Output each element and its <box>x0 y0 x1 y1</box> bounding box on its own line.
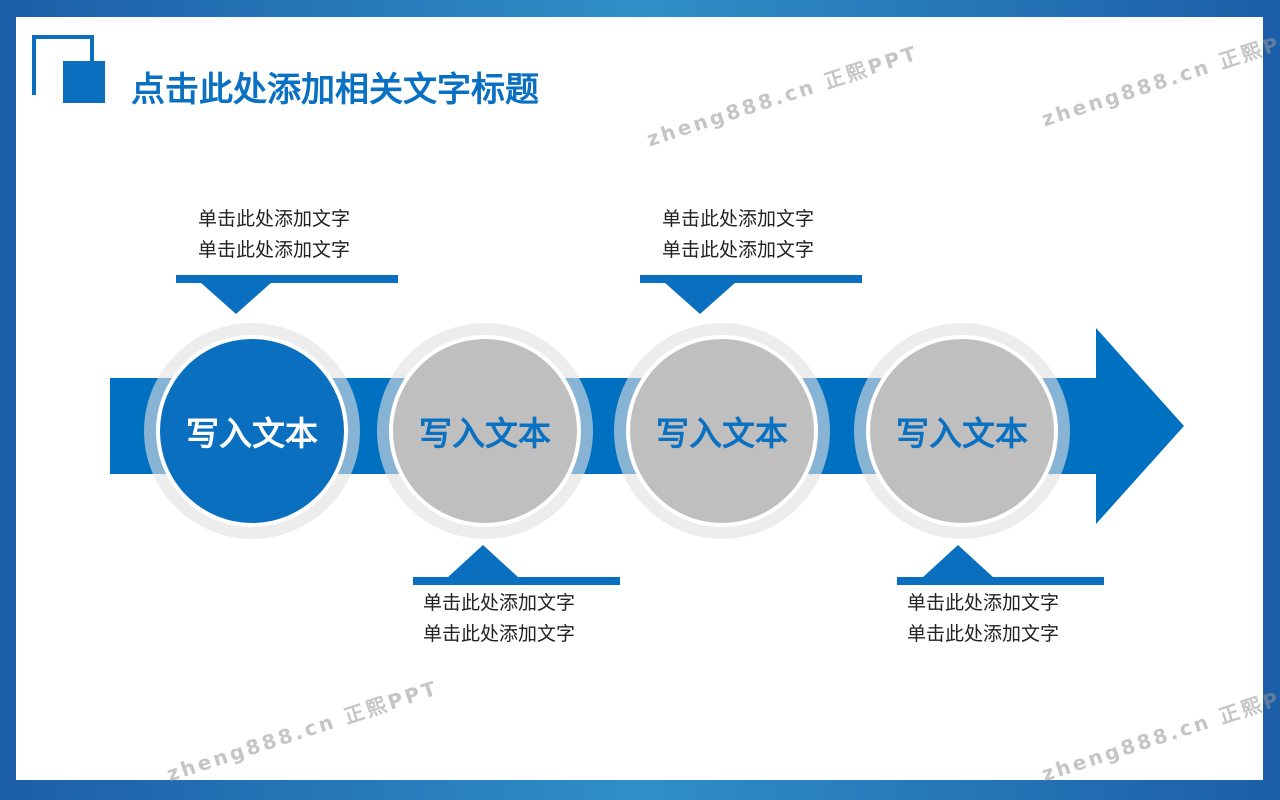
step-2-label: 写入文本 <box>393 339 577 523</box>
callout-line <box>897 577 1104 585</box>
callout-line <box>640 275 862 283</box>
step-1-circle[interactable]: 写入文本 <box>144 323 360 539</box>
step-4-label: 写入文本 <box>870 339 1054 523</box>
step-3-text-line: 单击此处添加文字 <box>662 208 815 230</box>
step-1-label: 写入文本 <box>160 339 344 523</box>
step-2-text-line: 单击此处添加文字 <box>423 623 576 645</box>
callout-pointer-up-icon <box>447 545 519 578</box>
step-3-label: 写入文本 <box>630 339 814 523</box>
step-4-text-line: 单击此处添加文字 <box>907 592 1060 614</box>
step-3-text[interactable]: 单击此处添加文字单击此处添加文字 <box>662 204 814 266</box>
title-decoration-icon <box>32 35 105 103</box>
step-4-text-line: 单击此处添加文字 <box>907 623 1060 645</box>
page-title[interactable]: 点击此处添加相关文字标题 <box>131 70 539 110</box>
callout-pointer-down-icon <box>200 282 272 314</box>
step-1-text[interactable]: 单击此处添加文字单击此处添加文字 <box>198 204 350 266</box>
callout-line <box>413 577 620 585</box>
step-1-text-line: 单击此处添加文字 <box>198 239 351 261</box>
callout-pointer-down-icon <box>664 282 736 314</box>
step-4-circle[interactable]: 写入文本 <box>854 323 1070 539</box>
callout-pointer-up-icon <box>922 545 994 578</box>
step-3-circle[interactable]: 写入文本 <box>614 323 830 539</box>
arrow-head-icon <box>1096 328 1184 524</box>
step-2-text-line: 单击此处添加文字 <box>423 592 576 614</box>
step-2-circle[interactable]: 写入文本 <box>377 323 593 539</box>
step-2-text[interactable]: 单击此处添加文字单击此处添加文字 <box>423 588 575 650</box>
step-1-text-line: 单击此处添加文字 <box>198 208 351 230</box>
callout-line <box>176 275 398 283</box>
step-4-text[interactable]: 单击此处添加文字单击此处添加文字 <box>907 588 1059 650</box>
step-3-text-line: 单击此处添加文字 <box>662 239 815 261</box>
